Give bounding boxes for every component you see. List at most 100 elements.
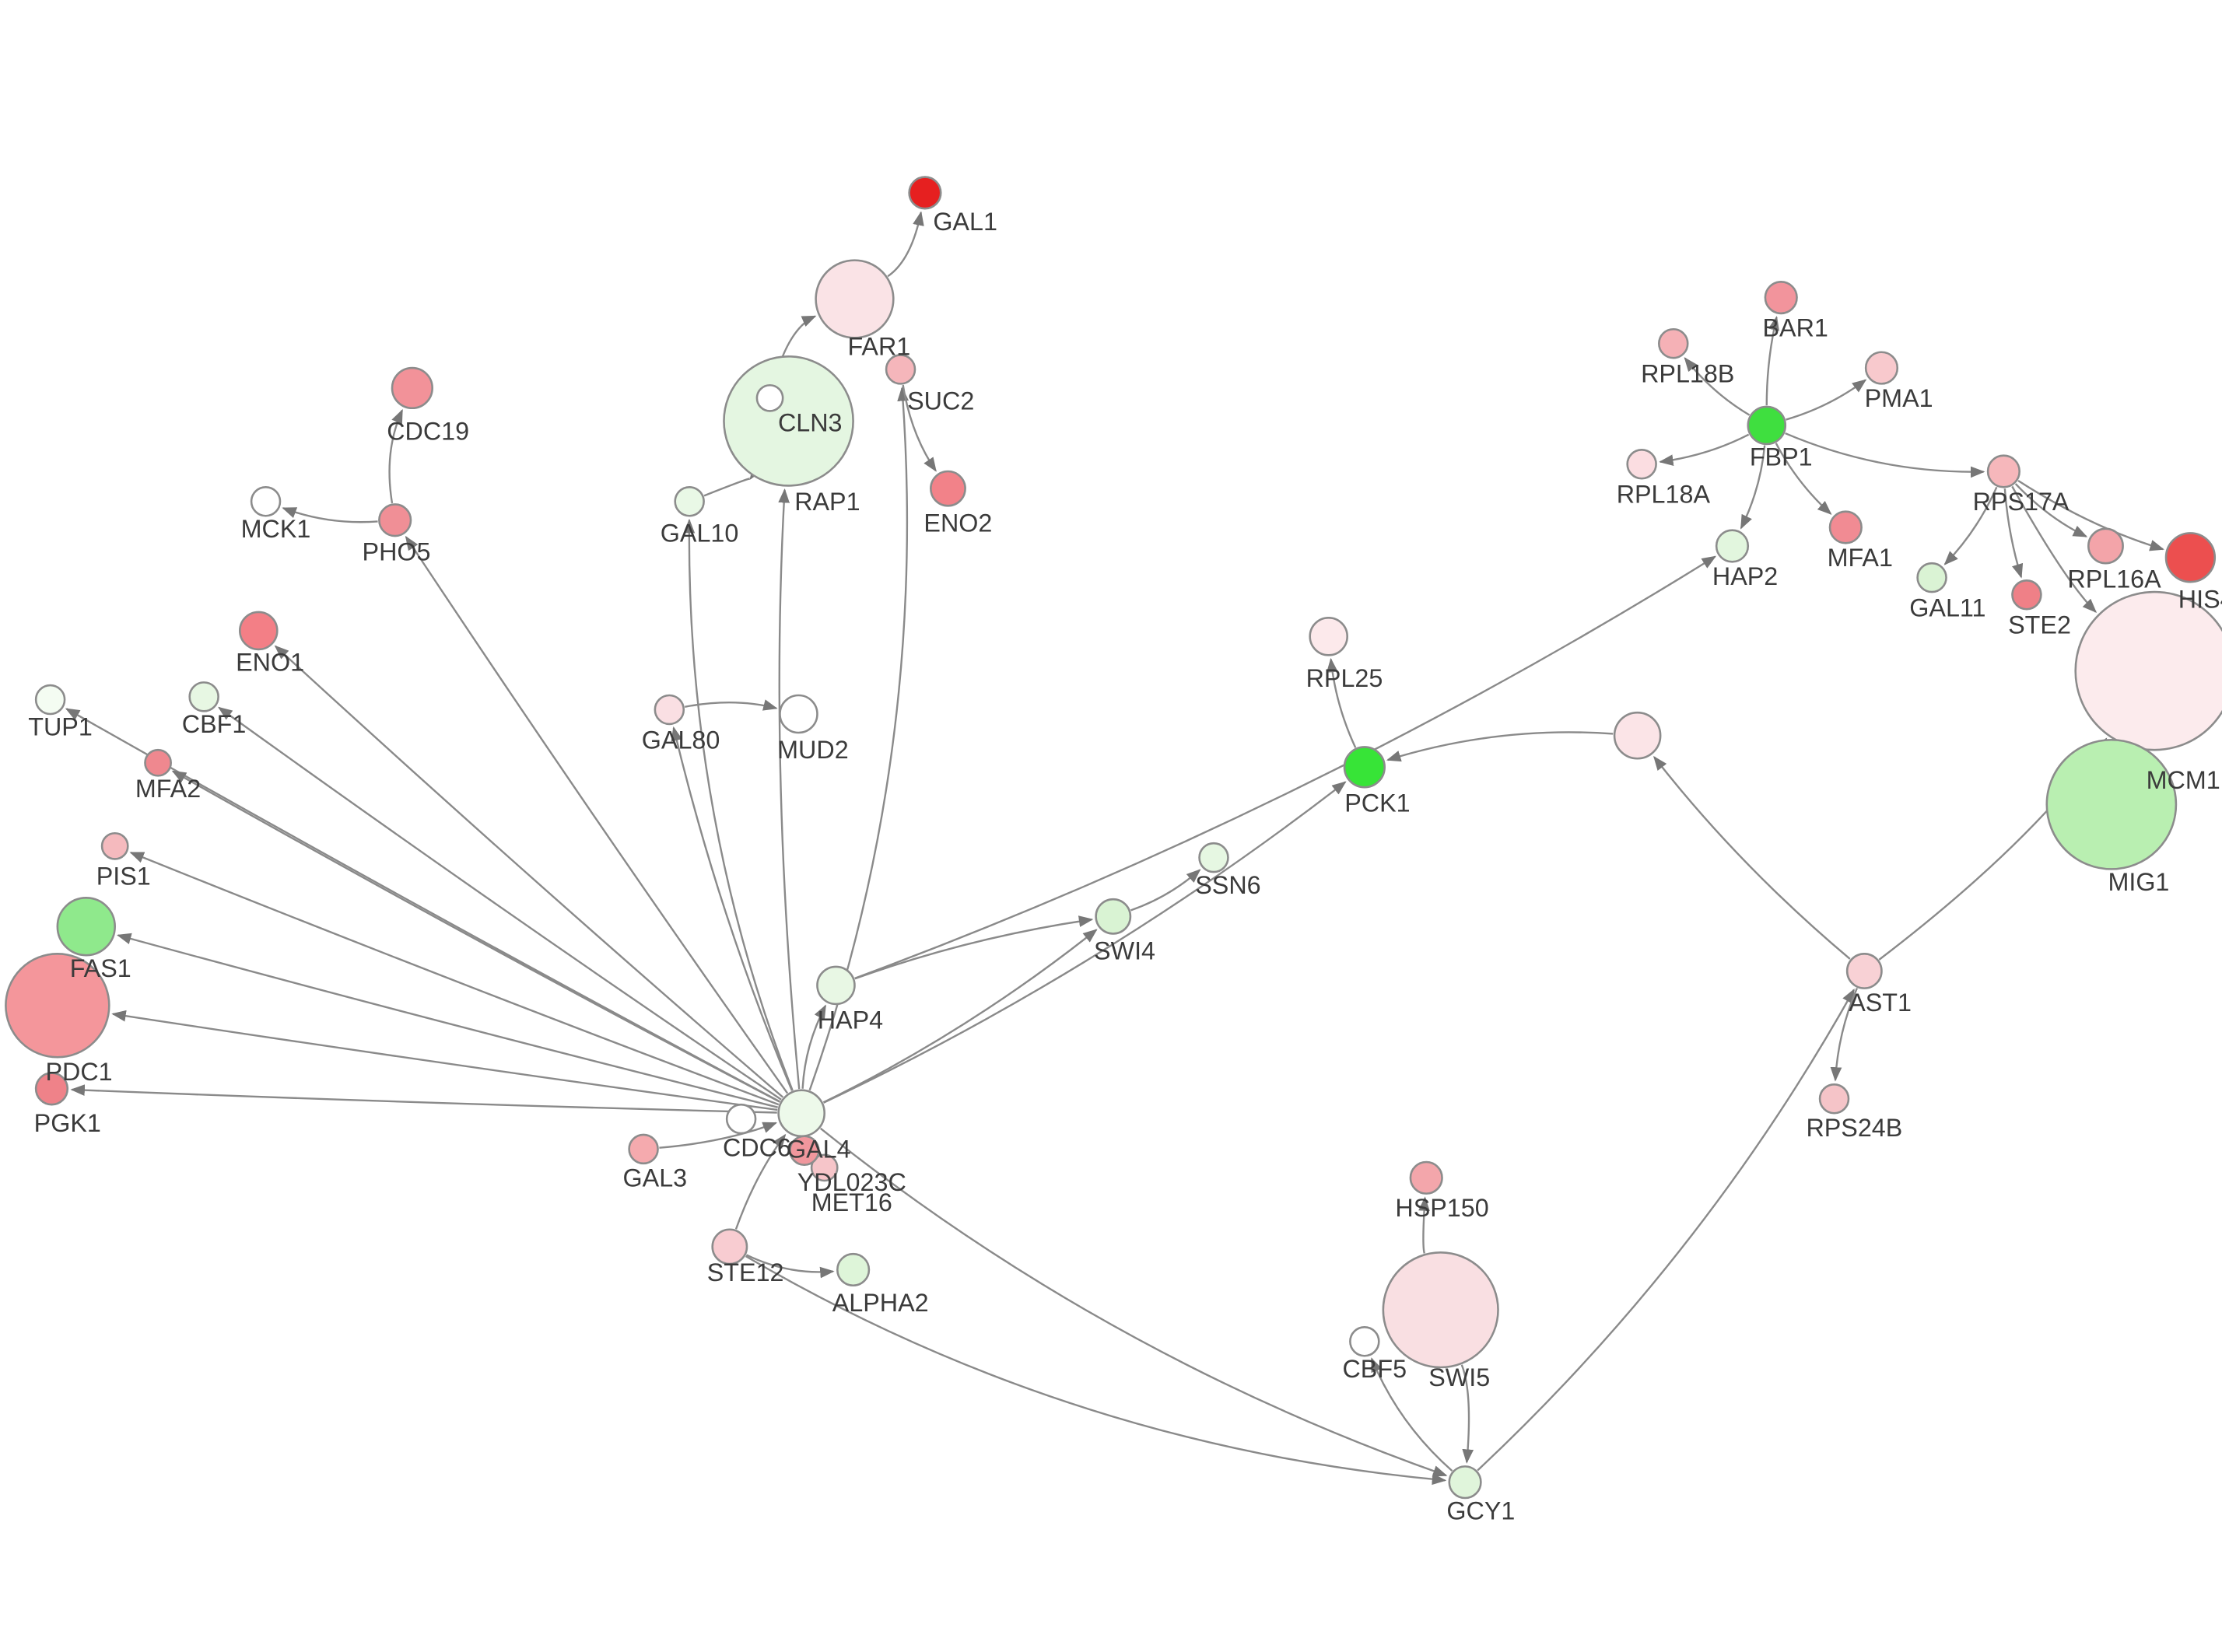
node-GAL1[interactable] [908,176,942,210]
node-label-STE12: STE12 [707,1258,784,1286]
node-STE2[interactable] [2011,579,2042,611]
node-SSN6[interactable] [1198,842,1229,873]
node-FAR1[interactable] [815,259,895,339]
node-TUP1[interactable] [34,684,66,716]
edge-FBP1-PMA1 [1786,379,1867,421]
node-AST1[interactable] [1845,953,1883,989]
edge-SWI5-HSP150 [1418,1196,1430,1254]
edge-GAL4-GAL10 [683,518,794,1091]
edge-GAL4-FAS1 [116,933,778,1108]
node-MFA2[interactable] [144,748,172,777]
node-PIS1[interactable] [100,831,129,860]
node-FAS1[interactable] [56,897,116,957]
node-HAP2[interactable] [1715,529,1750,563]
node-label-RPS24B: RPS24B [1806,1114,1902,1142]
node-label-FAR1: FAR1 [847,332,910,360]
edge-GAL4-PCK1 [823,781,1347,1104]
node-label-BAR1: BAR1 [1763,313,1828,341]
node-GCY1[interactable] [1448,1465,1482,1500]
edge-GAL4-GAL80 [671,726,794,1091]
node-ALPHA2[interactable] [836,1252,871,1287]
node-STE12[interactable] [711,1228,748,1265]
node-label-GCY1: GCY1 [1446,1497,1515,1525]
node-label-FAS1: FAS1 [70,954,131,982]
node-MUD2[interactable] [779,694,818,734]
edge-GAL4-PDC1 [111,1010,778,1111]
node-label-GAL11: GAL11 [1909,593,1985,621]
edge-PHO5-MCK1 [282,507,378,523]
node-label-PIS1: PIS1 [96,863,151,891]
edge-RPS17A-RPL16A [2014,483,2088,537]
node-RPL18B[interactable] [1658,327,1689,359]
edge-SUC2-ENO2 [902,384,937,472]
edge-layer [65,211,2164,1486]
node-CDC6[interactable] [725,1103,757,1135]
node-label-STE2: STE2 [2008,611,2071,639]
node-CLN3[interactable] [755,383,784,412]
node-PGK1[interactable] [34,1072,69,1106]
node-layer [5,176,2222,1500]
edge-GAL4-TUP1 [65,708,781,1103]
node-RPL25[interactable] [1309,617,1348,656]
edge-FBP1-RPL18A [1659,433,1750,466]
edge-GAL4-ENO1 [274,645,784,1098]
node-label-FBP1: FBP1 [1750,443,1813,471]
node-MIG1[interactable] [2045,738,2178,870]
node-MET16[interactable] [810,1153,839,1182]
node-label-ENO2: ENO2 [923,509,992,537]
node-HSP150[interactable] [1409,1160,1443,1195]
node-HIS4[interactable] [2164,532,2217,583]
node-SWI5[interactable] [1382,1251,1499,1369]
node-GAL4[interactable] [777,1089,825,1138]
edge-HAP4-HAP2 [854,555,1717,980]
node-RPS17A[interactable] [1986,454,2020,488]
node-label-PDC1: PDC1 [45,1058,112,1086]
node-RPS24B[interactable] [1818,1083,1850,1115]
node-label-ALPHA2: ALPHA2 [832,1289,929,1317]
node-label-HSP150: HSP150 [1395,1194,1488,1222]
edge-SWI5-GCY1 [1460,1364,1474,1464]
edge-AST1-NODE1 [1653,755,1851,960]
node-label-PMA1: PMA1 [1865,384,1933,412]
node-unlabeled[interactable] [1613,711,1662,760]
node-label-HAP4: HAP4 [818,1006,883,1034]
edge-GAL10-RAP1 [703,464,762,497]
node-ENO1[interactable] [239,611,279,651]
node-GAL80[interactable] [654,694,685,726]
node-RPL18A[interactable] [1626,449,1657,480]
node-label-MCK1: MCK1 [241,515,311,543]
edge-GAL3-GAL4 [659,1122,778,1149]
edge-GAL80-MUD2 [685,699,778,711]
node-GAL3[interactable] [628,1133,659,1165]
node-label-GAL80: GAL80 [642,726,720,754]
node-CDC19[interactable] [391,366,433,410]
edge-GAL4-RAP1 [778,488,801,1090]
node-PCK1[interactable] [1343,746,1386,789]
node-label-AST1: AST1 [1849,989,1912,1017]
node-RAP1[interactable] [723,355,854,487]
node-YDL023C[interactable] [789,1135,820,1166]
node-GAL11[interactable] [1916,562,1947,593]
node-CBF5[interactable] [1349,1326,1380,1357]
node-BAR1[interactable] [1764,281,1798,315]
edge-FAR1-GAL1 [887,211,924,278]
node-RPL16A[interactable] [2087,527,2124,565]
edge-PHO5-CDC19 [388,408,404,504]
node-label-RPL18B: RPL18B [1641,360,1734,388]
node-label-CDC6: CDC6 [723,1134,791,1162]
node-MCM1[interactable] [2074,590,2222,751]
node-CBF1[interactable] [188,681,219,712]
node-FBP1[interactable] [1747,405,1787,446]
node-SWI4[interactable] [1095,898,1132,935]
node-HAP4[interactable] [816,965,856,1006]
node-GAL10[interactable] [674,486,705,517]
node-PMA1[interactable] [1864,351,1899,385]
node-ENO2[interactable] [930,470,966,507]
node-MFA1[interactable] [1828,510,1863,544]
node-SUC2[interactable] [885,354,916,385]
node-MCK1[interactable] [250,486,282,517]
node-PDC1[interactable] [5,953,110,1059]
node-PHO5[interactable] [378,503,412,537]
